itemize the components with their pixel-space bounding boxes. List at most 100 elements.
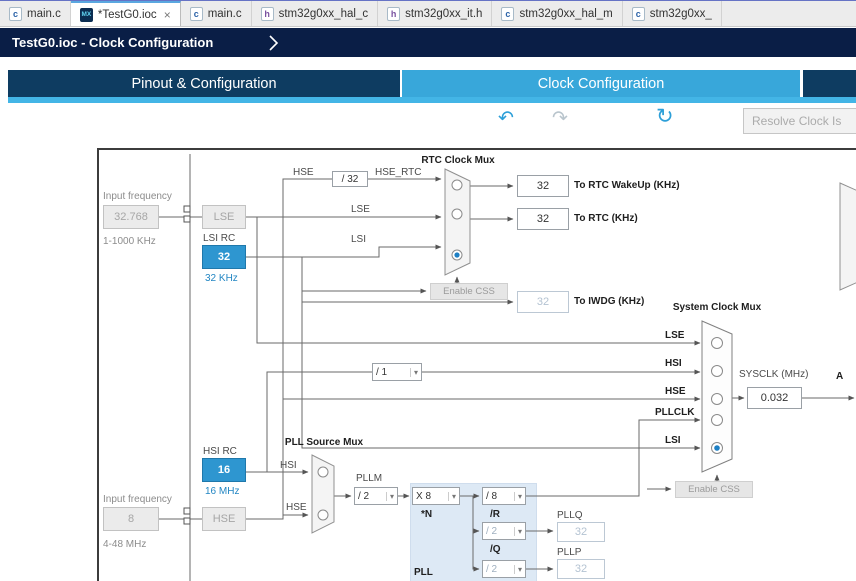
lse-frequency-input[interactable]: 32.768 bbox=[103, 205, 159, 229]
pllp-value-box[interactable]: 32 bbox=[557, 559, 605, 579]
c-file-icon: c bbox=[189, 6, 203, 21]
view-tab-bar: Pinout & Configuration Clock Configurati… bbox=[0, 70, 856, 97]
pin-connector bbox=[183, 507, 191, 515]
lsi-line-label: LSI bbox=[351, 234, 367, 245]
sys-mux-radio-lse[interactable] bbox=[711, 337, 723, 349]
sysclk-label: SYSCLK (MHz) bbox=[739, 369, 809, 380]
pin-connector bbox=[183, 215, 191, 223]
pllq-value-box[interactable]: 32 bbox=[557, 522, 605, 542]
editor-tab-main-c-2[interactable]: c main.c bbox=[181, 1, 252, 26]
dropdown-value: / 2 bbox=[486, 525, 498, 537]
dropdown-value: X 8 bbox=[416, 490, 432, 502]
chevron-down-icon: ▾ bbox=[385, 491, 394, 501]
chevron-down-icon: ▾ bbox=[513, 526, 522, 536]
right-mux-partial-shape bbox=[839, 182, 856, 291]
pllp-divider-dropdown[interactable]: / 2 ▾ bbox=[482, 560, 526, 578]
pll-mux-title: PLL Source Mux bbox=[284, 437, 364, 448]
sys-input-hse-label: HSE bbox=[665, 386, 686, 397]
tab-label: stm32g0xx_ bbox=[649, 7, 712, 20]
chevron-down-icon: ▾ bbox=[409, 367, 418, 377]
rtc-mux-shape bbox=[444, 168, 471, 276]
editor-tab-it-h[interactable]: h stm32g0xx_it.h bbox=[378, 1, 493, 26]
active-tab-underline bbox=[8, 97, 856, 103]
editor-tab-bar: c main.c MX *TestG0.ioc × c main.c h stm… bbox=[0, 1, 856, 27]
pin-connector bbox=[183, 205, 191, 213]
pllr-label: /R bbox=[490, 509, 500, 520]
redo-icon[interactable]: ↷ bbox=[552, 108, 568, 129]
editor-tab-truncated[interactable]: c stm32g0xx_ bbox=[623, 1, 722, 26]
resolve-clock-issues-button[interactable]: Resolve Clock Is bbox=[743, 108, 856, 134]
tab-label: Pinout & Configuration bbox=[131, 75, 277, 92]
tab-label: *TestG0.ioc bbox=[97, 8, 157, 21]
editor-tab-hal-conf[interactable]: h stm32g0xx_hal_c bbox=[252, 1, 379, 26]
pllq-divider-dropdown[interactable]: / 2 ▾ bbox=[482, 522, 526, 540]
pllm-dropdown[interactable]: / 2 ▾ bbox=[354, 487, 398, 505]
sys-input-pllclk-label: PLLCLK bbox=[655, 407, 695, 418]
pll-mux-radio-hse[interactable] bbox=[317, 509, 329, 521]
plln-dropdown[interactable]: X 8 ▾ bbox=[412, 487, 460, 505]
rtc-wakeup-value-box[interactable]: 32 bbox=[517, 175, 569, 197]
tab-next-partial[interactable] bbox=[803, 70, 856, 97]
hse-line-label: HSE bbox=[293, 167, 314, 178]
pllp-label: PLLP bbox=[557, 547, 582, 558]
editor-tab-main-c-1[interactable]: c main.c bbox=[0, 1, 71, 26]
pll-hsi-label: HSI bbox=[280, 460, 297, 471]
sysclk-value-box[interactable]: 0.032 bbox=[747, 387, 802, 409]
hse-frequency-input[interactable]: 8 bbox=[103, 507, 159, 531]
sys-input-lsi-label: LSI bbox=[665, 435, 681, 446]
enable-css-button-sys[interactable]: Enable CSS bbox=[675, 481, 753, 498]
editor-tab-hal-msp[interactable]: c stm32g0xx_hal_m bbox=[492, 1, 623, 26]
hse-rtc-label: HSE_RTC bbox=[375, 167, 422, 178]
sys-mux-radio-hsi[interactable] bbox=[711, 365, 723, 377]
pll-mux-radio-hsi[interactable] bbox=[317, 466, 329, 478]
lse-osc-box[interactable]: LSE bbox=[202, 205, 246, 229]
tab-label: stm32g0xx_it.h bbox=[405, 7, 483, 20]
dropdown-value: / 2 bbox=[486, 563, 498, 575]
hse-osc-box[interactable]: HSE bbox=[202, 507, 246, 531]
h-file-icon: h bbox=[387, 6, 401, 21]
iwdg-value-box[interactable]: 32 bbox=[517, 291, 569, 313]
close-icon[interactable]: × bbox=[163, 7, 171, 22]
tab-clock-configuration[interactable]: Clock Configuration bbox=[402, 70, 800, 97]
breadcrumb-title: TestG0.ioc - Clock Configuration bbox=[12, 35, 214, 50]
refresh-icon[interactable]: ↻ bbox=[656, 105, 674, 128]
chevron-down-icon: ▾ bbox=[513, 564, 522, 574]
hsi-rc-title: HSI RC bbox=[203, 446, 237, 457]
pllr-dropdown[interactable]: / 8 ▾ bbox=[482, 487, 526, 505]
undo-icon[interactable]: ↶ bbox=[498, 108, 514, 129]
system-mux-title: System Clock Mux bbox=[672, 302, 762, 313]
sys-mux-radio-hse[interactable] bbox=[711, 393, 723, 405]
tab-pinout-configuration[interactable]: Pinout & Configuration bbox=[8, 70, 400, 97]
enable-css-button-rtc[interactable]: Enable CSS bbox=[430, 283, 508, 300]
tab-label: Clock Configuration bbox=[537, 75, 665, 92]
pll-hse-label: HSE bbox=[286, 502, 307, 513]
chevron-right-icon[interactable] bbox=[268, 34, 279, 51]
sys-mux-radio-pllclk[interactable] bbox=[711, 414, 723, 426]
rtc-mux-radio-lse[interactable] bbox=[451, 208, 463, 220]
editor-tab-testg0-ioc[interactable]: MX *TestG0.ioc × bbox=[70, 1, 181, 26]
sys-input-hsi-label: HSI bbox=[665, 358, 682, 369]
pllm-label: PLLM bbox=[356, 473, 383, 484]
lse-range-label: 1-1000 KHz bbox=[103, 236, 156, 247]
pllq-divider-label: /Q bbox=[490, 544, 501, 555]
button-label: Resolve Clock Is bbox=[752, 114, 842, 128]
rtc-mux-radio-hse-rtc[interactable] bbox=[451, 179, 463, 191]
rtc-wakeup-label: To RTC WakeUp (KHz) bbox=[574, 180, 680, 191]
pin-connector bbox=[183, 517, 191, 525]
input-frequency-label-2: Input frequency bbox=[103, 494, 172, 505]
tab-label: stm32g0xx_hal_c bbox=[278, 7, 369, 20]
sys-input-lse-label: LSE bbox=[665, 330, 685, 341]
hse-rtc-divider-box[interactable]: / 32 bbox=[332, 171, 368, 187]
hsi-rc-value-box[interactable]: 16 bbox=[202, 458, 246, 482]
sys-mux-radio-lsi-selected bbox=[714, 445, 720, 451]
chevron-down-icon: ▾ bbox=[513, 491, 522, 501]
lsi-rc-value-box[interactable]: 32 bbox=[202, 245, 246, 269]
chevron-down-icon: ▾ bbox=[447, 491, 456, 501]
rtc-value-box[interactable]: 32 bbox=[517, 208, 569, 230]
plln-label: *N bbox=[421, 509, 433, 520]
c-file-icon: c bbox=[631, 6, 645, 21]
lsi-freq-label: 32 KHz bbox=[205, 273, 238, 284]
tab-label: main.c bbox=[207, 7, 242, 20]
hsi-divider-dropdown[interactable]: / 1 ▾ bbox=[372, 363, 422, 381]
hsi-freq-label: 16 MHz bbox=[205, 486, 240, 497]
